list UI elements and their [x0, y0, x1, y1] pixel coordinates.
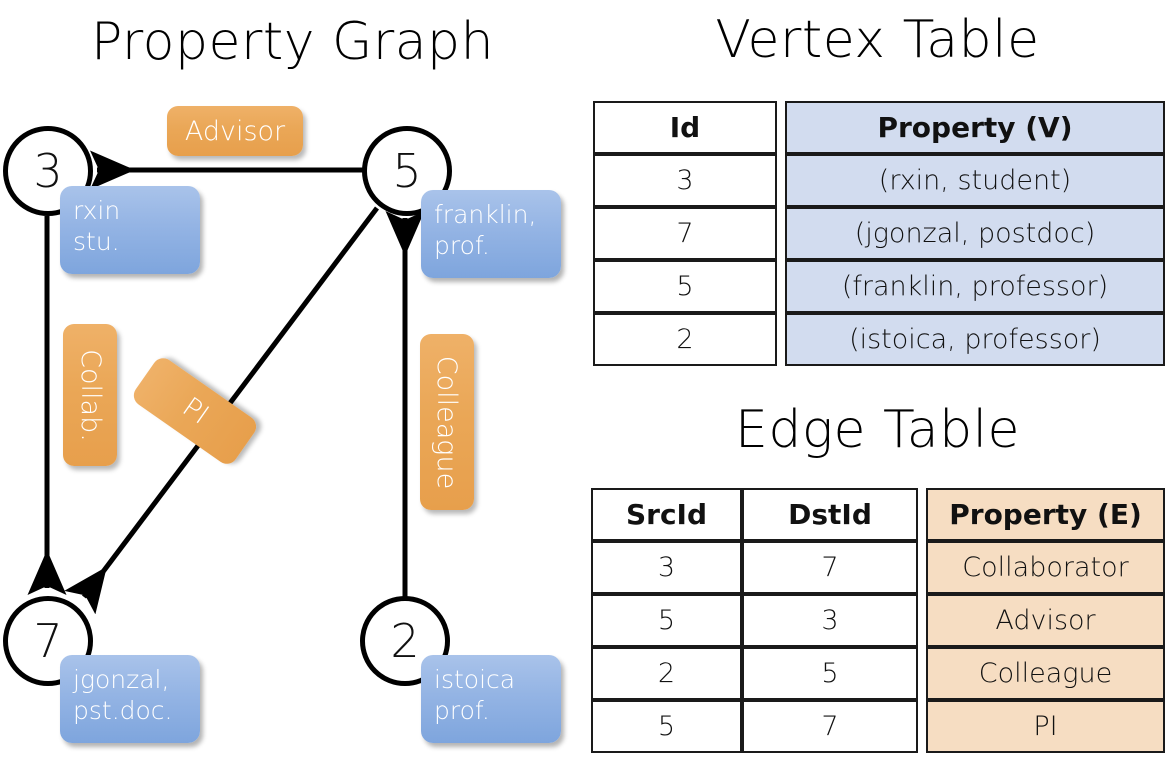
vertex-property-box-rxin[interactable]: rxin stu.: [60, 186, 200, 274]
edge-row-0-property: Collaborator: [926, 541, 1165, 594]
vertex-row-3-id: 2: [593, 313, 777, 366]
vertex-row-1-id: 7: [593, 207, 777, 260]
table-row[interactable]: 3 (rxin, student): [593, 154, 1165, 207]
table-row[interactable]: 5 (franklin, professor): [593, 260, 1165, 313]
vertex-property-box-jgonzal[interactable]: jgonzal, pst.doc.: [60, 655, 200, 743]
edge-label-colleague[interactable]: Colleague: [420, 334, 474, 510]
edge-label-advisor[interactable]: Advisor: [167, 106, 303, 156]
vertex-node-7-label: 7: [33, 614, 63, 668]
edge-label-collab[interactable]: Collab.: [63, 324, 117, 466]
column-gap: [918, 488, 926, 541]
column-gap: [777, 313, 785, 366]
column-gap: [918, 700, 926, 753]
vertex-property-box-istoica[interactable]: istoica prof.: [421, 655, 561, 743]
edge-row-3-property: PI: [926, 700, 1165, 753]
column-gap: [777, 260, 785, 313]
edge-row-1-src: 5: [591, 594, 742, 647]
edge-table-header-row: SrcId DstId Property (E): [591, 488, 1165, 541]
vertex-node-2[interactable]: 2: [360, 596, 450, 686]
edge-table-header-dstid: DstId: [742, 488, 918, 541]
edge-row-2-dst: 5: [742, 647, 918, 700]
vertex-node-3-label: 3: [33, 144, 63, 198]
column-gap: [918, 541, 926, 594]
column-gap: [777, 101, 785, 154]
edge-row-2-property: Colleague: [926, 647, 1165, 700]
vertex-row-2-id: 5: [593, 260, 777, 313]
table-row[interactable]: 7 (jgonzal, postdoc): [593, 207, 1165, 260]
table-row[interactable]: 3 7 Collaborator: [591, 541, 1165, 594]
vertex-node-2-label: 2: [390, 614, 420, 668]
vertex-row-3-property: (istoica, professor): [785, 313, 1165, 366]
edge-label-collab-text: Collab.: [74, 348, 106, 442]
property-graph-panel: 3 5 7 2 rxin stu. franklin, prof. jgonza…: [3, 106, 561, 743]
edge-row-0-dst: 7: [742, 541, 918, 594]
edge-table: SrcId DstId Property (E) 3 7 Collaborato…: [591, 488, 1165, 753]
edge-table-header-srcid: SrcId: [591, 488, 742, 541]
table-row[interactable]: 5 7 PI: [591, 700, 1165, 753]
vertex-row-0-property: (rxin, student): [785, 154, 1165, 207]
vertex-table-header-row: Id Property (V): [593, 101, 1165, 154]
vertex-row-0-id: 3: [593, 154, 777, 207]
edge-row-2-src: 2: [591, 647, 742, 700]
column-gap: [777, 207, 785, 260]
vertex-table: Id Property (V) 3 (rxin, student) 7 (jgo…: [593, 101, 1165, 366]
edge-row-1-property: Advisor: [926, 594, 1165, 647]
vertex-table-header-property: Property (V): [785, 101, 1165, 154]
edge-row-3-dst: 7: [742, 700, 918, 753]
edge-table-title: Edge Table: [734, 400, 1021, 460]
table-row[interactable]: 5 3 Advisor: [591, 594, 1165, 647]
vertex-property-box-franklin[interactable]: franklin, prof.: [421, 190, 561, 278]
vertex-node-5[interactable]: 5: [362, 126, 452, 216]
column-gap: [918, 647, 926, 700]
edge-row-0-src: 3: [591, 541, 742, 594]
column-gap: [918, 594, 926, 647]
vertex-row-1-property: (jgonzal, postdoc): [785, 207, 1165, 260]
edge-row-3-src: 5: [591, 700, 742, 753]
vertex-row-2-property: (franklin, professor): [785, 260, 1165, 313]
vertex-table-header-id: Id: [593, 101, 777, 154]
vertex-table-title: Vertex Table: [715, 10, 1040, 70]
edge-row-1-dst: 3: [742, 594, 918, 647]
table-row[interactable]: 2 (istoica, professor): [593, 313, 1165, 366]
vertex-node-5-label: 5: [392, 144, 422, 198]
property-graph-title: Property Graph: [90, 12, 495, 72]
column-gap: [777, 154, 785, 207]
edge-table-header-property: Property (E): [926, 488, 1165, 541]
edge-label-pi-text: PI: [176, 391, 214, 431]
table-row[interactable]: 2 5 Colleague: [591, 647, 1165, 700]
edge-label-advisor-text: Advisor: [184, 115, 286, 147]
edge-label-colleague-text: Colleague: [431, 355, 463, 489]
